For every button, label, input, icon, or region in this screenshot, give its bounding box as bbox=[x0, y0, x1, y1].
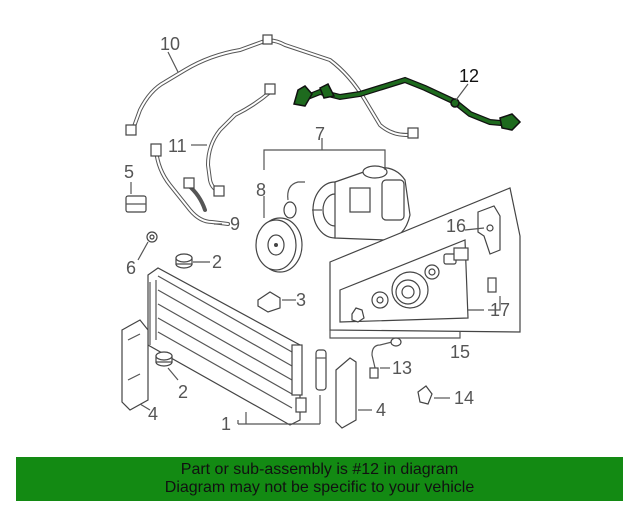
callout-5: 5 bbox=[124, 162, 134, 182]
part-4-bracket-left[interactable] bbox=[121, 319, 149, 411]
part-6-o-ring[interactable] bbox=[146, 231, 158, 243]
part-7-compressor[interactable] bbox=[312, 165, 411, 241]
callout-6: 6 bbox=[126, 258, 136, 278]
parts-diagram: 10 12 11 7 5 8 9 16 2 6 3 17 15 13 2 14 … bbox=[121, 34, 522, 434]
part-5-switch[interactable] bbox=[125, 195, 147, 213]
callout-2-upper: 2 bbox=[212, 252, 222, 272]
kit-pulley bbox=[391, 271, 429, 309]
kit-bolt bbox=[443, 247, 469, 265]
part-14-clip[interactable] bbox=[417, 385, 433, 405]
callout-10: 10 bbox=[160, 34, 180, 54]
part-4-bracket-right[interactable] bbox=[335, 357, 357, 429]
callout-3: 3 bbox=[296, 290, 306, 310]
callout-4-left: 4 bbox=[148, 404, 158, 424]
part-2-cap-lower[interactable] bbox=[155, 351, 173, 367]
part-8-clutch[interactable] bbox=[255, 181, 305, 273]
callout-12: 12 bbox=[459, 66, 479, 86]
part-10-line[interactable] bbox=[125, 34, 419, 139]
kit-nut bbox=[351, 307, 365, 323]
callout-15: 15 bbox=[450, 342, 470, 362]
part-11-hose[interactable] bbox=[205, 83, 276, 197]
callout-4-right: 4 bbox=[376, 400, 386, 420]
kit-washer bbox=[371, 291, 389, 309]
kit-ring bbox=[424, 264, 440, 280]
part-13-sensor[interactable] bbox=[369, 337, 402, 379]
callout-8: 8 bbox=[256, 180, 266, 200]
part-1-condenser[interactable] bbox=[147, 267, 307, 426]
banner-line-2: Diagram may not be specific to your vehi… bbox=[164, 479, 475, 496]
callout-2-lower: 2 bbox=[178, 382, 188, 402]
part-15-clutch-kit[interactable] bbox=[329, 187, 521, 333]
callout-17: 17 bbox=[490, 300, 510, 320]
kit-bracket-16 bbox=[477, 205, 501, 255]
fitment-banner: Part or sub-assembly is #12 in diagram D… bbox=[16, 457, 623, 501]
part-9-hose[interactable] bbox=[150, 143, 230, 226]
callout-9: 9 bbox=[230, 214, 240, 234]
callout-7: 7 bbox=[315, 124, 325, 144]
callout-16: 16 bbox=[446, 216, 466, 236]
callout-1: 1 bbox=[221, 414, 231, 434]
kit-bolt-small bbox=[487, 277, 497, 293]
banner-line-1: Part or sub-assembly is #12 in diagram bbox=[180, 461, 459, 478]
callout-11: 11 bbox=[168, 136, 187, 156]
part-3-bracket[interactable] bbox=[257, 291, 281, 313]
part-1-receiver-drier[interactable] bbox=[315, 349, 327, 391]
callout-14: 14 bbox=[454, 388, 474, 408]
callout-13: 13 bbox=[392, 358, 412, 378]
part-2-cap-upper[interactable] bbox=[175, 253, 193, 269]
part-12-hose-highlighted[interactable] bbox=[293, 76, 522, 131]
